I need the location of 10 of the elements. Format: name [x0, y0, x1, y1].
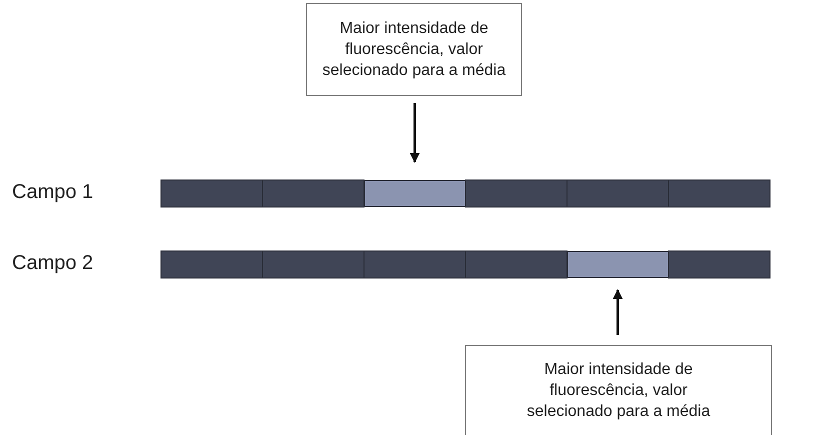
- callout-text: Maior intensidade de fluorescência, valor selecionado para a média: [526, 360, 712, 422]
- callout-text: Maior intensidade de fluorescência, valor selecionado para a média: [321, 19, 507, 81]
- callout-box: [306, 3, 522, 96]
- row-label: Campo 2: [12, 252, 94, 275]
- callout-box: [465, 345, 772, 435]
- arrow: [410, 103, 420, 163]
- highlighted-segment: [364, 180, 466, 207]
- row-label: Campo 1: [12, 181, 94, 204]
- highlighted-segment: [567, 251, 668, 278]
- arrow: [612, 289, 623, 335]
